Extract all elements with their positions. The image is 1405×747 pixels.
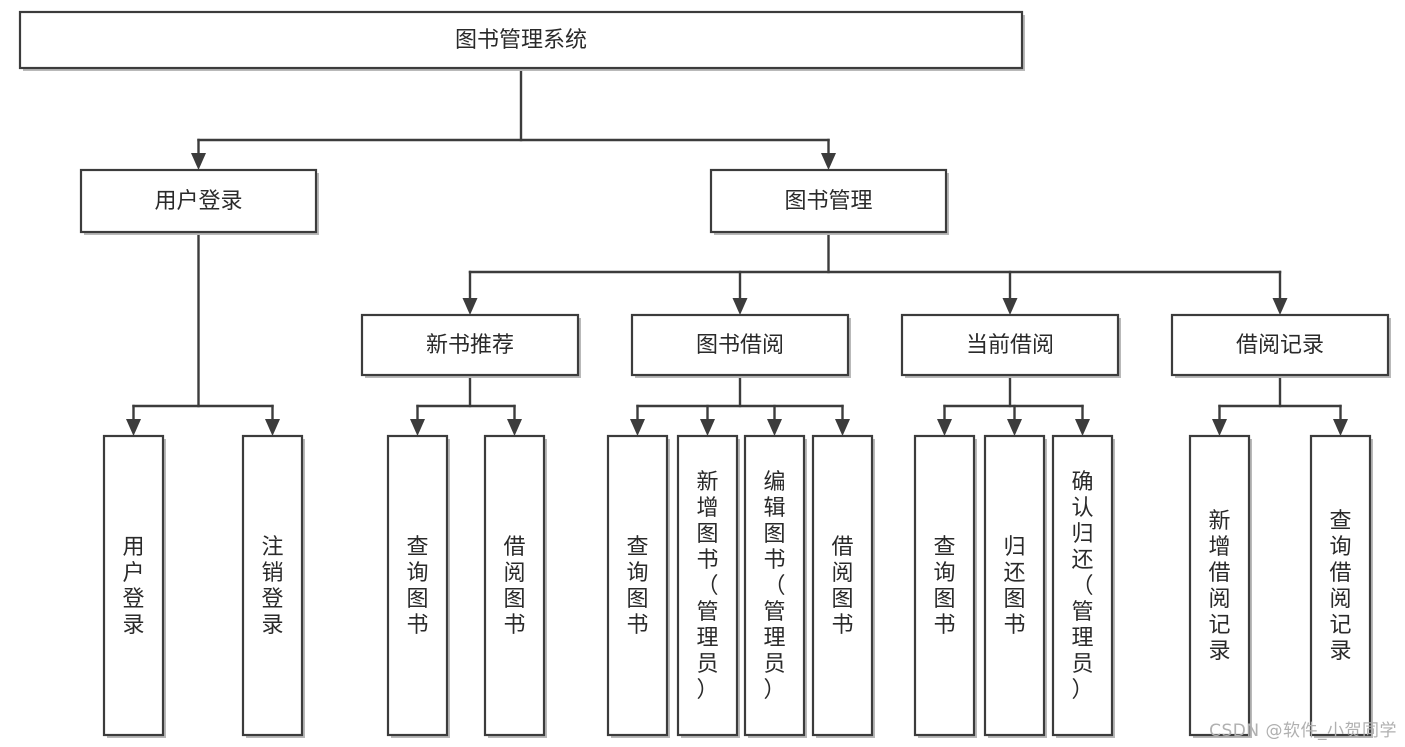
node-label: 图书借阅 (696, 333, 784, 358)
node-box (630, 313, 850, 377)
arrow-head (732, 298, 748, 315)
node-box (676, 434, 739, 737)
arrow-head (821, 153, 836, 170)
arrow-head (630, 419, 645, 436)
node-box (241, 434, 304, 737)
node-leaf-1[interactable]: 注销登录 (241, 434, 305, 738)
node-label: 借阅图书 (831, 535, 853, 638)
node-label: 新书推荐 (426, 333, 514, 358)
node-leaf-4[interactable]: 查询图书 (606, 434, 670, 738)
arrow-head (1212, 419, 1227, 436)
node-label: 借阅记录 (1236, 333, 1324, 358)
node-leaf-8[interactable]: 查询图书 (913, 434, 977, 738)
node-leaf-3[interactable]: 借阅图书 (483, 434, 547, 738)
node-box (102, 434, 165, 737)
arrow-head (1007, 419, 1022, 436)
node-label: 新增图书（管理员） (696, 470, 718, 703)
csdn-watermark: CSDN @软件_小贺同学 (1209, 721, 1397, 741)
node-root[interactable]: 图书管理系统 (18, 10, 1025, 71)
node-box (18, 10, 1024, 70)
node-box (709, 168, 948, 234)
arrow-head (191, 153, 206, 170)
node-level3-0[interactable]: 新书推荐 (360, 313, 581, 378)
node-leaf-9[interactable]: 归还图书 (983, 434, 1047, 738)
node-level3-3[interactable]: 借阅记录 (1170, 313, 1391, 378)
node-label: 查询图书 (933, 535, 955, 638)
arrow-head (1333, 419, 1348, 436)
edges-layer (126, 66, 1348, 436)
arrow-head (767, 419, 782, 436)
node-box (483, 434, 546, 737)
node-label: 用户登录 (122, 535, 144, 638)
node-label: 图书管理 (784, 189, 872, 214)
node-box (386, 434, 449, 737)
node-box (913, 434, 976, 737)
node-box (983, 434, 1046, 737)
node-label: 新增借阅记录 (1208, 509, 1230, 664)
node-level3-1[interactable]: 图书借阅 (630, 313, 851, 378)
arrow-head (937, 419, 952, 436)
node-label: 当前借阅 (966, 333, 1054, 358)
node-label: 用户登录 (154, 189, 242, 214)
arrow-head (1272, 298, 1288, 315)
node-box (1188, 434, 1251, 737)
node-label: 编辑图书（管理员） (763, 470, 785, 703)
node-label: 借阅图书 (503, 535, 525, 638)
node-label: 注销登录 (261, 535, 283, 638)
arrow-head (265, 419, 280, 436)
node-box (1051, 434, 1114, 737)
node-label: 确认归还（管理员） (1071, 470, 1093, 703)
arrow-head (410, 419, 425, 436)
node-leaf-5[interactable]: 新增图书（管理员） (676, 434, 740, 738)
node-box (79, 168, 318, 234)
arrow-head (835, 419, 850, 436)
arrow-head (507, 419, 522, 436)
node-box (1170, 313, 1390, 377)
arrow-head (700, 419, 715, 436)
node-level2-0[interactable]: 用户登录 (79, 168, 319, 235)
arrow-head (462, 298, 478, 315)
node-box (900, 313, 1120, 377)
node-box (743, 434, 806, 737)
node-leaf-2[interactable]: 查询图书 (386, 434, 450, 738)
node-label: 查询图书 (626, 535, 648, 638)
node-label: 归还图书 (1003, 535, 1025, 638)
arrow-head (1075, 419, 1090, 436)
node-label: 图书管理系统 (455, 28, 587, 53)
node-label: 查询借阅记录 (1329, 509, 1351, 664)
node-box (360, 313, 580, 377)
node-level3-2[interactable]: 当前借阅 (900, 313, 1121, 378)
node-label: 查询图书 (406, 535, 428, 638)
node-level2-1[interactable]: 图书管理 (709, 168, 949, 235)
node-leaf-0[interactable]: 用户登录 (102, 434, 166, 738)
node-leaf-10[interactable]: 确认归还（管理员） (1051, 434, 1115, 738)
node-leaf-11[interactable]: 新增借阅记录 (1188, 434, 1252, 738)
node-box (606, 434, 669, 737)
node-box (811, 434, 874, 737)
node-leaf-6[interactable]: 编辑图书（管理员） (743, 434, 807, 738)
arrow-head (126, 419, 141, 436)
node-leaf-7[interactable]: 借阅图书 (811, 434, 875, 738)
arrow-head (1002, 298, 1018, 315)
node-box (1309, 434, 1372, 737)
node-leaf-12[interactable]: 查询借阅记录 (1309, 434, 1373, 738)
nodes-layer: 图书管理系统用户登录图书管理新书推荐图书借阅当前借阅借阅记录用户登录注销登录查询… (18, 10, 1391, 738)
